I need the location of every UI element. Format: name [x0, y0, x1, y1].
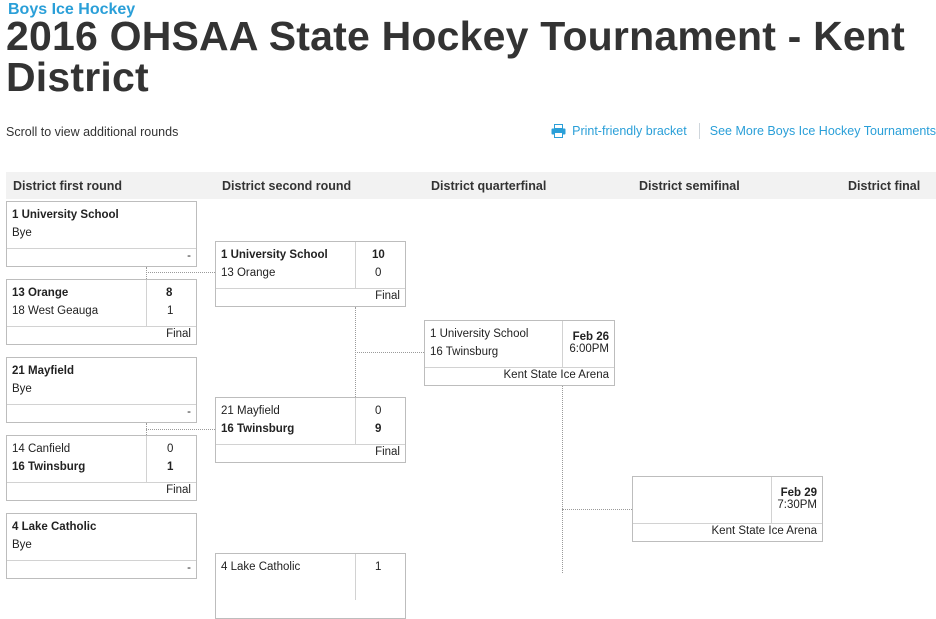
round-label-semifinal: District semifinal [639, 179, 740, 193]
divider [425, 367, 614, 368]
divider [7, 248, 196, 249]
team-name: 16 Twinsburg [430, 346, 499, 358]
game-time: 6:00PM [569, 343, 609, 355]
team-score: 9 [375, 423, 382, 435]
team-score: 0 [375, 267, 382, 279]
bracket-connector [562, 386, 563, 573]
bracket-connector [146, 272, 215, 273]
team-score: 0 [375, 405, 382, 417]
team-score: 10 [372, 249, 385, 261]
bracket-connector [146, 429, 215, 430]
team-name: 14 Canfield [12, 443, 71, 455]
tools-divider [698, 123, 700, 139]
rounds-header [6, 172, 936, 199]
team-score: 8 [166, 287, 173, 299]
bracket-connector [562, 509, 632, 510]
print-bracket-label: Print-friendly bracket [572, 124, 687, 138]
team-name: 13 Orange [12, 287, 69, 299]
team-score: 0 [167, 443, 174, 455]
game-status: Final [166, 328, 191, 340]
divider [562, 321, 563, 367]
team-name: 4 Lake Catholic [221, 561, 301, 573]
round-label-quarterfinal: District quarterfinal [431, 179, 547, 193]
team-score: 1 [375, 561, 382, 573]
bracket-game[interactable] [6, 513, 197, 579]
bracket-game[interactable] [6, 279, 197, 345]
team-name: 16 Twinsburg [12, 461, 86, 473]
team-name: Bye [12, 383, 32, 395]
game-date: Feb 26 [572, 331, 609, 343]
team-name: Bye [12, 227, 32, 239]
sport-link[interactable]: Boys Ice Hockey [8, 1, 136, 18]
divider [7, 560, 196, 561]
team-name: 4 Lake Catholic [12, 521, 97, 533]
page-title: 2016 OHSAA State Hockey Tournament - Ken… [6, 13, 906, 100]
bracket-connector [355, 352, 424, 353]
team-name: 21 Mayfield [12, 365, 74, 377]
divider [216, 288, 405, 289]
team-name: 13 Orange [221, 267, 276, 279]
more-tournaments-link[interactable]: See More Boys Ice Hockey Tournaments [709, 124, 936, 138]
divider [216, 444, 405, 445]
bracket-connector [146, 267, 147, 279]
bracket-game[interactable] [6, 357, 197, 423]
team-name: Bye [12, 539, 32, 551]
divider [771, 477, 772, 523]
bracket-game[interactable] [6, 435, 197, 501]
bracket-game[interactable] [424, 320, 615, 386]
printer-icon [551, 124, 566, 138]
game-status: Final [166, 484, 191, 496]
divider [355, 398, 356, 444]
team-name: 21 Mayfield [221, 405, 280, 417]
team-score: 1 [167, 461, 174, 473]
round-label-first: District first round [13, 179, 123, 193]
team-name: 18 West Geauga [12, 305, 99, 317]
bracket-game[interactable] [215, 397, 406, 463]
bracket-game[interactable] [215, 241, 406, 307]
game-status: - [187, 406, 191, 418]
game-status: Final [375, 290, 400, 302]
game-status: - [187, 562, 191, 574]
team-name: 1 University School [221, 249, 328, 261]
divider [7, 482, 196, 483]
team-name: 16 Twinsburg [221, 423, 295, 435]
divider [7, 404, 196, 405]
team-name: 1 University School [12, 209, 119, 221]
divider [355, 242, 356, 288]
round-label-second: District second round [222, 179, 352, 193]
game-venue: Kent State Ice Arena [711, 525, 818, 537]
divider [146, 280, 147, 326]
team-name: 1 University School [430, 328, 529, 340]
scroll-hint: Scroll to view additional rounds [6, 125, 179, 139]
divider [355, 554, 356, 600]
bracket-game[interactable] [6, 201, 197, 267]
game-status: Final [375, 446, 400, 458]
game-date: Feb 29 [780, 487, 817, 499]
game-status: - [187, 250, 191, 262]
bracket-game[interactable] [632, 476, 823, 542]
game-time: 7:30PM [777, 499, 817, 511]
divider [633, 523, 822, 524]
round-label-final: District final [848, 179, 921, 193]
print-bracket-link[interactable]: Print-friendly bracket [551, 124, 687, 138]
divider [7, 326, 196, 327]
team-score: 1 [167, 305, 174, 317]
divider [146, 436, 147, 482]
game-venue: Kent State Ice Arena [503, 369, 610, 381]
bracket-tools: Print-friendly bracket See More Boys Ice… [551, 122, 936, 140]
